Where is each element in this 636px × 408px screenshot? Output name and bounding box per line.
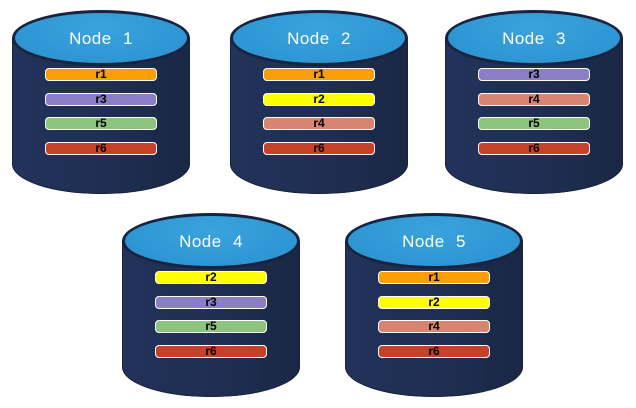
- node-4-cylinder-top: Node 4: [122, 213, 300, 269]
- node-5-cylinder: r1 r2 r4 r6 Node 5: [345, 213, 523, 397]
- replica-bar: r1: [45, 68, 157, 81]
- replica-bar: r6: [478, 141, 590, 155]
- node-title: Node 2: [287, 29, 351, 48]
- replica-bar: r4: [263, 117, 375, 130]
- node-title: Node 1: [69, 29, 133, 48]
- node-4-cylinder: r2 r3 r5 r6 Node 4: [122, 213, 300, 397]
- node-2-replica-list: r1 r2 r4 r6: [263, 68, 375, 166]
- node-2-cylinder-top: Node 2: [230, 10, 408, 66]
- replica-bar: r5: [478, 117, 590, 130]
- replica-bar: r1: [263, 68, 375, 81]
- replica-bar: r6: [263, 141, 375, 155]
- replica-bar: r6: [45, 141, 157, 155]
- replica-bar: r2: [155, 271, 267, 284]
- node-2-cylinder: r1 r2 r4 r6 Node 2: [230, 10, 408, 194]
- node-3-cylinder-top: Node 3: [445, 10, 623, 66]
- node-1-replica-list: r1 r3 r5 r6: [45, 68, 157, 166]
- node-4-replica-list: r2 r3 r5 r6: [155, 271, 267, 369]
- node-3-cylinder: r3 r4 r5 r6 Node 3: [445, 10, 623, 194]
- node-5-replica-list: r1 r2 r4 r6: [378, 271, 490, 369]
- replica-bar: r3: [155, 295, 267, 309]
- node-title: Node 3: [502, 29, 566, 48]
- replica-bar: r5: [45, 117, 157, 130]
- node-title: Node 5: [402, 232, 466, 251]
- replica-bar: r4: [478, 92, 590, 106]
- replica-bar: r5: [155, 320, 267, 333]
- replica-bar: r1: [378, 271, 490, 284]
- replica-bar: r6: [155, 344, 267, 358]
- replica-bar: r3: [45, 92, 157, 106]
- replica-bar: r3: [478, 68, 590, 81]
- node-3-replica-list: r3 r4 r5 r6: [478, 68, 590, 166]
- node-title: Node 4: [179, 232, 243, 251]
- node-5-cylinder-top: Node 5: [345, 213, 523, 269]
- node-1-cylinder: r1 r3 r5 r6 Node 1: [12, 10, 190, 194]
- node-1-cylinder-top: Node 1: [12, 10, 190, 66]
- replica-bar: r4: [378, 320, 490, 333]
- replica-bar: r6: [378, 344, 490, 358]
- replica-bar: r2: [378, 295, 490, 309]
- replica-bar: r2: [263, 92, 375, 106]
